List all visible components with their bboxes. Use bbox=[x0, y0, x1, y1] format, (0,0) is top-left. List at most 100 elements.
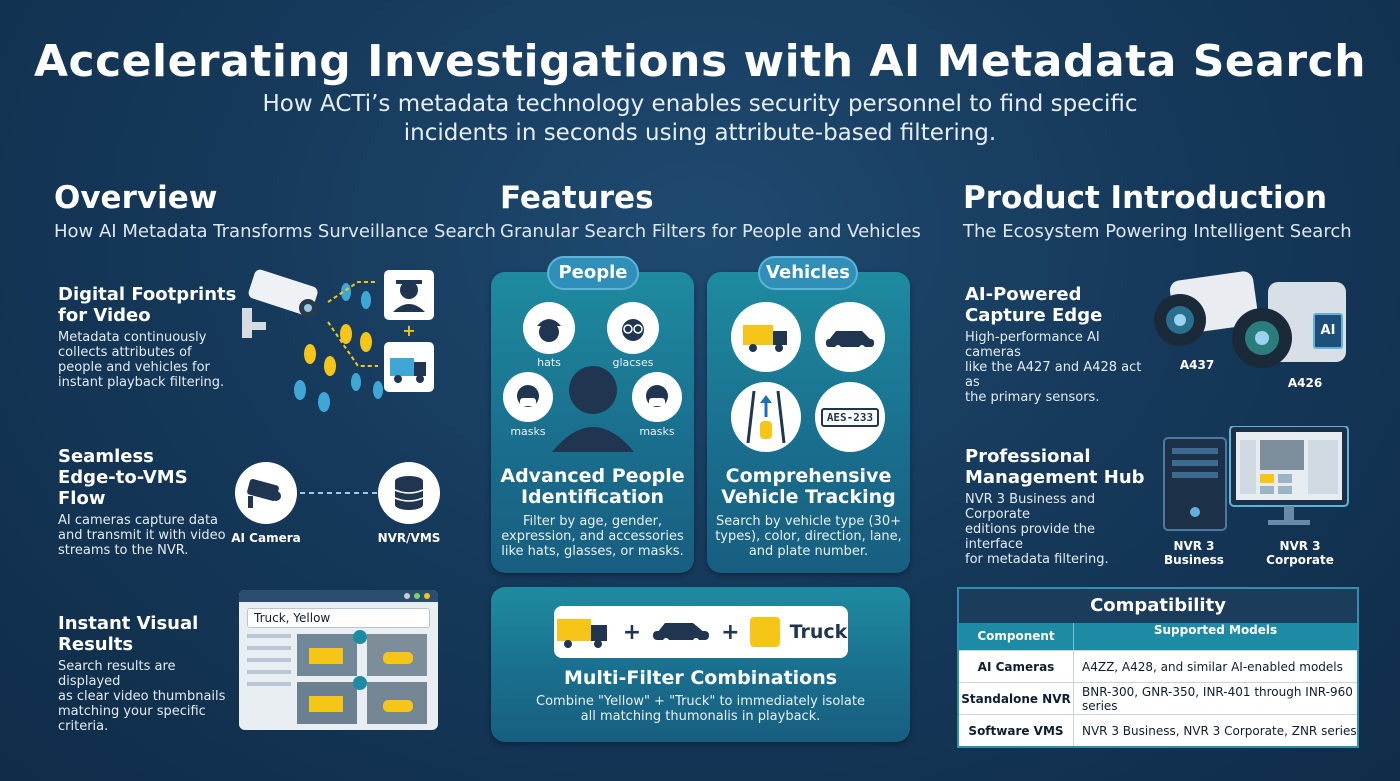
subtitle-line-2: incidents in seconds using attribute-bas… bbox=[403, 120, 997, 146]
card-text: all matching thumonalis in playback. bbox=[580, 709, 821, 724]
search-input[interactable]: Truck, Yellow bbox=[247, 608, 430, 628]
features-subheading: Granular Search Filters for People and V… bbox=[500, 221, 921, 242]
car-icon bbox=[815, 302, 885, 372]
block-text: instant playback filtering. bbox=[58, 375, 225, 390]
table-cell-models: A4ZZ, A428, and similar AI-enabled model… bbox=[1082, 659, 1343, 674]
card-title: Identification bbox=[520, 486, 665, 508]
person-silhouette-icon bbox=[552, 366, 634, 452]
card-text: and plate number. bbox=[748, 544, 869, 559]
glasses-label: glacses bbox=[612, 356, 654, 369]
truck-icon bbox=[731, 302, 801, 372]
footprints-illustration: + bbox=[242, 269, 434, 412]
block-title: for Video bbox=[58, 305, 151, 326]
ai-camera-label: AI Camera bbox=[231, 531, 301, 545]
yellow-color-swatch bbox=[749, 617, 780, 647]
plus-sign: + bbox=[721, 619, 740, 645]
block-text: matching your specific bbox=[58, 704, 206, 719]
plate-number: AES-233 bbox=[820, 407, 880, 427]
masks-label: masks bbox=[639, 425, 675, 438]
compatibility-title: Compatibility bbox=[959, 589, 1357, 623]
overview-block-flow: Seamless Edge-to-VMS Flow AI cameras cap… bbox=[58, 446, 238, 558]
check-icon bbox=[353, 676, 367, 690]
bullet-camera-icon bbox=[1154, 271, 1259, 346]
block-title: Instant Visual bbox=[58, 613, 199, 634]
masks-label: masks bbox=[510, 425, 546, 438]
plus-sign: + bbox=[622, 619, 642, 645]
ai-box-camera-icon bbox=[1232, 282, 1346, 368]
nvr-vms-label: NVR/VMS bbox=[377, 531, 441, 545]
mask-person-icon bbox=[503, 372, 553, 422]
block-title: Edge-to-VMS Flow bbox=[58, 467, 188, 509]
card-text: Search by vehicle type (30+ bbox=[716, 514, 901, 529]
table-cell-models: NVR 3 Business, NVR 3 Corporate, ZNR ser… bbox=[1082, 723, 1357, 738]
window-titlebar bbox=[239, 590, 438, 602]
multi-filter-title: Multi-Filter Combinations bbox=[563, 667, 838, 689]
overview-block-results: Instant Visual Results Search results ar… bbox=[58, 613, 238, 734]
block-title: AI-Powered bbox=[965, 284, 1082, 305]
table-row: Software VMS NVR 3 Business, NVR 3 Corpo… bbox=[959, 714, 1357, 746]
table-row: Standalone NVR BNR-300, GNR-350, INR-401… bbox=[959, 682, 1357, 714]
people-pill: People bbox=[547, 256, 639, 290]
block-text: the primary sensors. bbox=[965, 390, 1100, 405]
card-text: Combine "Yellow" + "Truck" to immediatel… bbox=[536, 694, 865, 709]
table-cell-component: AI Cameras bbox=[959, 651, 1074, 682]
card-text: like hats, glasses, or masks. bbox=[501, 544, 684, 559]
hat-person-icon bbox=[523, 302, 575, 354]
mask-person-icon bbox=[632, 372, 682, 422]
block-text: people and vehicles for bbox=[58, 360, 210, 375]
overview-subheading: How AI Metadata Transforms Surveillance … bbox=[54, 221, 496, 242]
blue-footprints bbox=[294, 283, 383, 412]
server-tower-icon bbox=[1163, 437, 1227, 531]
multi-filter-text: Combine "Yellow" + "Truck" to immediatel… bbox=[491, 694, 910, 724]
truck-word: Truck bbox=[789, 621, 848, 643]
block-title: Results bbox=[58, 634, 134, 655]
table-cell-models: BNR-300, GNR-350, INR-401 through INR-96… bbox=[1082, 684, 1353, 713]
compatibility-table: Compatibility Component Supported Models… bbox=[957, 587, 1359, 748]
block-text: and transmit it with video bbox=[58, 528, 226, 543]
block-text: High-performance AI cameras bbox=[965, 330, 1100, 360]
block-text: criteria. bbox=[58, 719, 109, 734]
car-icon bbox=[653, 623, 710, 644]
vehicles-pill: Vehicles bbox=[758, 256, 858, 290]
people-card-text: Advanced People Identification Filter by… bbox=[491, 465, 694, 560]
block-text: collects attributes of bbox=[58, 345, 192, 360]
glasses-person-icon bbox=[607, 302, 659, 354]
block-text: AI cameras capture data bbox=[58, 513, 219, 528]
result-thumbnail[interactable] bbox=[297, 682, 357, 724]
block-text: Metadata continuously bbox=[58, 330, 207, 345]
filter-combination-box: + + Truck bbox=[554, 606, 848, 658]
block-text: editions provide the interface bbox=[965, 522, 1095, 552]
table-cell-component: Software VMS bbox=[959, 715, 1074, 746]
block-text: as clear video thumbnails bbox=[58, 689, 226, 704]
search-results-window: Truck, Yellow bbox=[239, 590, 438, 730]
vehicles-card-text: Comprehensive Vehicle Tracking Search by… bbox=[707, 466, 910, 560]
card-text: expression, and accessories bbox=[501, 529, 684, 544]
block-title: Capture Edge bbox=[965, 305, 1103, 326]
card-title: Advanced People bbox=[500, 465, 685, 487]
table-header-row: Component Supported Models bbox=[959, 623, 1357, 650]
card-text: Filter by age, gender, bbox=[522, 514, 663, 529]
result-thumbnail[interactable] bbox=[367, 634, 427, 676]
license-plate-icon: AES-233 bbox=[815, 382, 885, 452]
products-heading: Product Introduction bbox=[963, 180, 1328, 216]
result-thumbnail[interactable] bbox=[297, 634, 357, 676]
page-subtitle: How ACTi’s metadata technology enables s… bbox=[250, 90, 1150, 148]
block-text: Search results are displayed bbox=[58, 659, 176, 689]
table-cell-component: Standalone NVR bbox=[959, 683, 1074, 714]
monitor-icon bbox=[1229, 426, 1349, 525]
block-text: streams to the NVR. bbox=[58, 543, 189, 558]
card-text: types), color, direction, lane, bbox=[715, 529, 902, 544]
camera-label-a426: A426 bbox=[1287, 376, 1323, 390]
overview-block-footprints: Digital Footprints for Video Metadata co… bbox=[58, 284, 238, 390]
camera-label-a437: A437 bbox=[1179, 358, 1215, 372]
products-subheading: The Ecosystem Powering Intelligent Searc… bbox=[963, 221, 1352, 242]
column-header-models: Supported Models bbox=[1153, 623, 1278, 637]
nvr-hardware-illustration bbox=[1163, 426, 1349, 531]
ai-chip-icon: AI bbox=[1313, 313, 1343, 349]
result-thumbnail[interactable] bbox=[367, 682, 427, 724]
page-title: Accelerating Investigations with AI Meta… bbox=[33, 36, 1367, 87]
block-title: Digital Footprints bbox=[58, 284, 237, 305]
block-text: like the A427 and A428 act as bbox=[965, 360, 1142, 390]
overview-heading: Overview bbox=[54, 180, 218, 216]
security-camera-icon bbox=[242, 269, 318, 338]
